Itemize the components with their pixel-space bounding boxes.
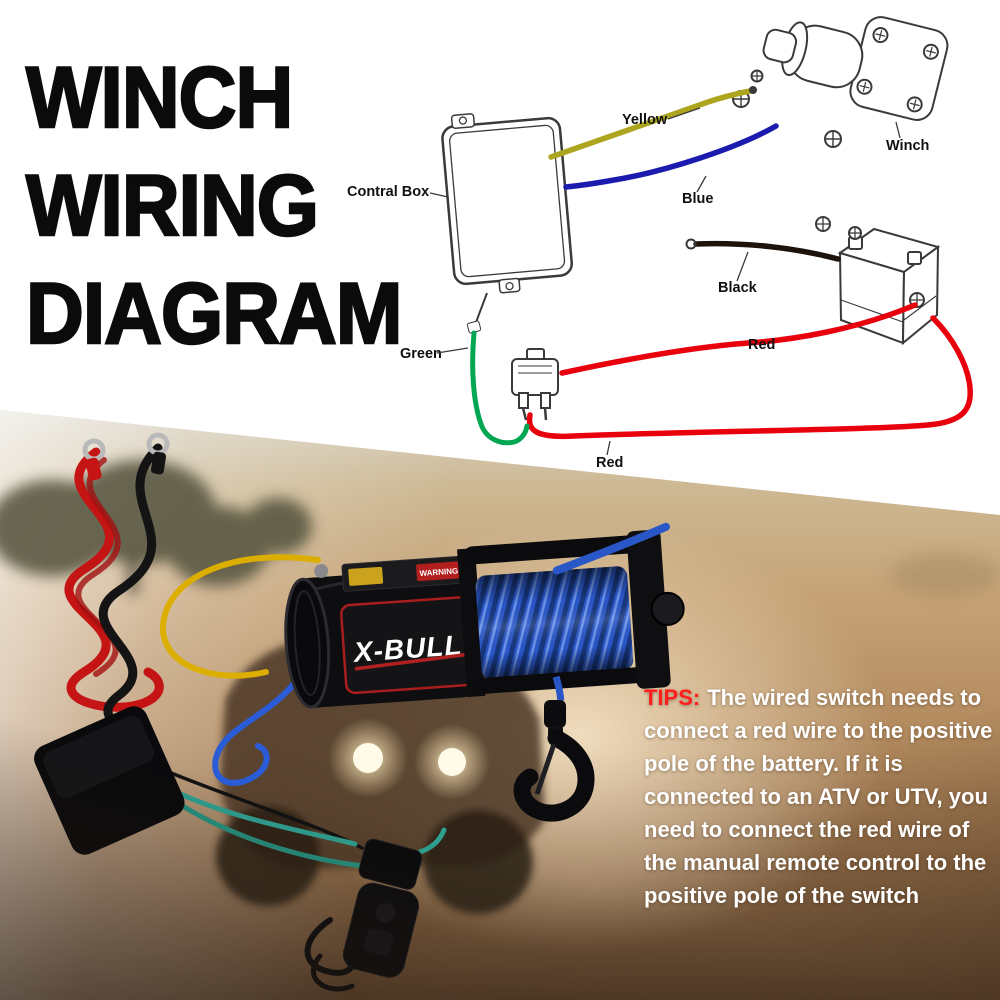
black-harness-wire (138, 758, 364, 850)
label-winch: Winch (886, 138, 929, 154)
control-box-drawing (441, 113, 573, 294)
clutch-knob (650, 591, 685, 626)
warning-sticker-strip (341, 555, 468, 592)
spec-sticker (348, 566, 384, 586)
brand-text: X-BULL (351, 629, 464, 668)
tips-text: TIPS:The wired switch needs to connect a… (644, 681, 996, 912)
rope-stopper (544, 700, 566, 728)
relay-control-box (34, 706, 185, 855)
drum-end-plate (626, 529, 671, 689)
title-line-3: DIAGRAM (25, 265, 404, 364)
power-cables (64, 432, 447, 992)
label-yellow: Yellow (622, 112, 668, 128)
red-wire-battery (559, 302, 918, 376)
title-line-2: WIRING (25, 157, 320, 256)
hook-assembly (513, 700, 595, 822)
red-wire-switch (526, 315, 973, 440)
pendant-cable-coil-2 (311, 953, 355, 992)
tips-body: The wired switch needs to connect a red … (644, 685, 993, 908)
label-blue: Blue (682, 191, 713, 207)
pendant-cable-coil (304, 917, 356, 976)
inline-connector-box (358, 838, 423, 890)
brand-panel (340, 595, 482, 695)
pendant-rocker (363, 928, 394, 956)
label-red-bottom: Red (596, 455, 623, 471)
blue-wire (563, 123, 779, 190)
warning-text: WARNING (419, 566, 458, 578)
headlight-right (438, 748, 466, 776)
yellow-wire (548, 88, 753, 160)
remote-pendant (342, 882, 420, 978)
warning-label (416, 561, 461, 582)
page-title: WINCH WIRING DIAGRAM (25, 44, 404, 368)
winch-drawing (732, 16, 949, 148)
rope-to-hook (552, 675, 565, 701)
green-wire (470, 330, 530, 446)
battery-drawing (815, 216, 941, 346)
brand-underline (354, 651, 475, 671)
yellow-harness-wire (159, 554, 321, 679)
black-wire (693, 240, 841, 262)
teal-wire-3 (417, 827, 447, 855)
label-control-box: Contral Box (347, 184, 429, 200)
winch-motor (290, 567, 482, 708)
pendant-button (375, 902, 396, 923)
hook-latch (534, 743, 557, 795)
hook (513, 729, 595, 822)
drum-bottom-bar (472, 665, 669, 695)
rope-exit (552, 522, 670, 575)
teal-wire-2 (167, 795, 365, 869)
control-box-tail (474, 292, 488, 326)
tips-label: TIPS: (644, 685, 701, 710)
rope-drum (475, 566, 634, 680)
headlight-left-glow (328, 718, 408, 798)
yellow-wire-terminal (749, 86, 757, 94)
wiring-diagram: Contral Box Winch Yellow Blue Black Red … (347, 16, 973, 471)
headlight-right-glow (414, 724, 490, 800)
label-red-top: Red (748, 337, 775, 353)
label-black: Black (718, 280, 758, 296)
blue-harness-wire (212, 673, 303, 786)
mount-bolt (314, 563, 329, 578)
drum-top-bar (463, 533, 660, 565)
atv-silhouette (216, 594, 545, 914)
black-wire-terminal (685, 238, 697, 250)
motor-end-cap (284, 577, 331, 709)
headlight-left (353, 743, 383, 773)
pendant-cable (359, 889, 391, 915)
hook-shackle (548, 726, 563, 738)
switch-drawing (511, 348, 559, 421)
drum-bracket (457, 548, 486, 698)
teal-wire-1 (159, 782, 358, 847)
product-photo-section: WARNING X-BULL (0, 410, 1000, 1000)
title-line-1: WINCH (25, 49, 295, 148)
label-green: Green (400, 346, 442, 362)
winch-product: WARNING X-BULL (284, 522, 685, 822)
